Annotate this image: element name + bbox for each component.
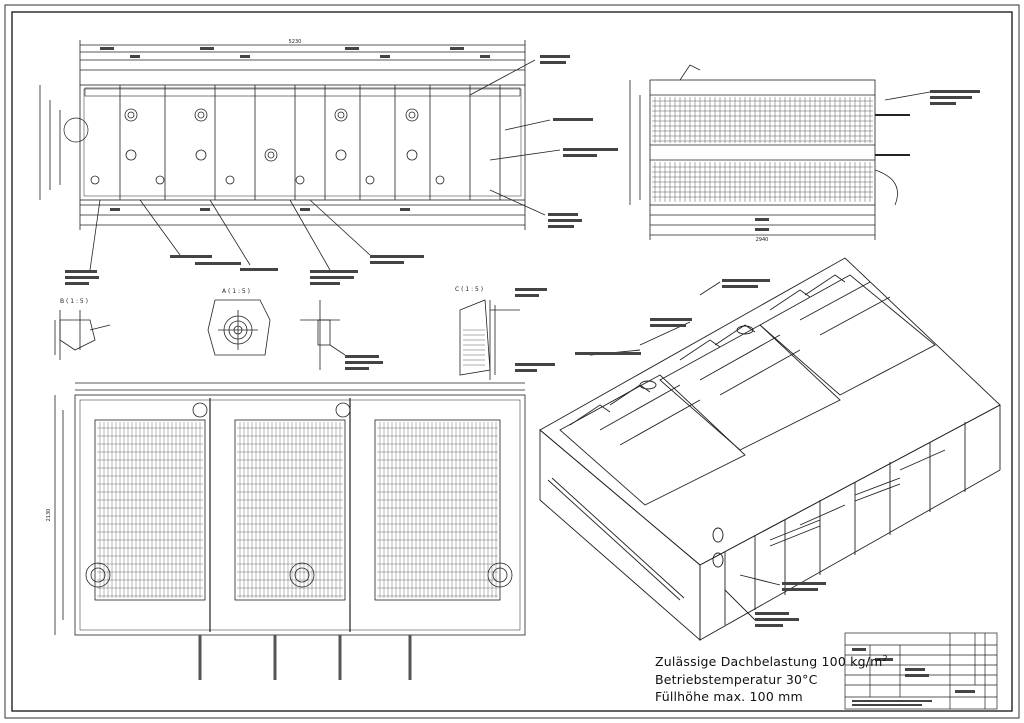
section-label-a: A ( 1 : 5 ) (222, 288, 250, 295)
detail-middle-annotations (345, 355, 383, 370)
section-label-b: B ( 1 : 5 ) (60, 298, 88, 305)
plan-view (54, 382, 526, 680)
side-width-dimension: 2940 (756, 237, 769, 243)
isometric-view (539, 257, 1001, 641)
fill-height-spec: Füllhöhe max. 100 mm (655, 689, 803, 704)
side-view (629, 64, 931, 240)
overall-length-dimension: 5230 (289, 39, 302, 45)
detail-c-grating (463, 329, 485, 366)
section-label-c: C ( 1 : 5 ) (455, 286, 483, 293)
detail-middle (300, 300, 346, 370)
operating-temperature-spec: Betriebstemperatur 30°C (655, 672, 818, 687)
isometric-annotations (575, 279, 826, 627)
side-view-grating (652, 97, 873, 202)
detail-c (459, 299, 520, 380)
inner-frame (11, 11, 1013, 712)
side-view-annotations (755, 90, 980, 231)
front-view (39, 40, 561, 271)
outer-frame (4, 4, 1020, 719)
plan-height-dimension: 2130 (46, 509, 52, 522)
title-block-lettering (852, 648, 975, 706)
detail-c-annotations (515, 288, 555, 372)
roof-load-spec: Zulässige Dachbelastung 100 kg/m2 (655, 654, 888, 669)
roof-load-text: Zulässige Dachbelastung 100 kg/m (655, 654, 883, 670)
title-block (844, 632, 998, 710)
roof-load-exponent: 2 (882, 654, 888, 663)
plan-view-grating (97, 422, 498, 598)
detail-a (207, 299, 271, 356)
detail-b (54, 310, 111, 360)
front-view-annotations (65, 47, 618, 285)
